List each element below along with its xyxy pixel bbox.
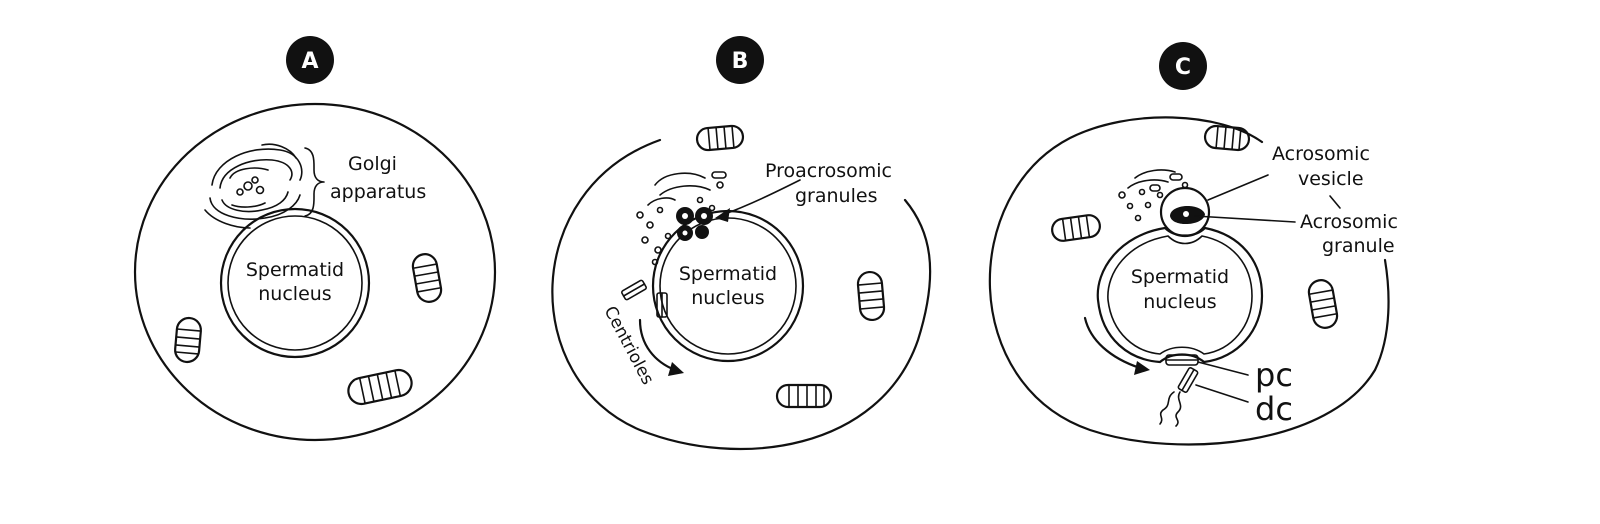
centrioles-label: Centrioles bbox=[600, 303, 658, 388]
vesicle-label-line2: vesicle bbox=[1298, 168, 1364, 190]
granules-label-line1: Proacrosomic bbox=[765, 160, 892, 182]
cell-membrane-b bbox=[551, 138, 932, 451]
spermatid-nucleus-a: Spermatid nucleus bbox=[219, 207, 371, 359]
centriole-movement-arrow-c bbox=[1083, 316, 1150, 375]
panel-a: A Spermatid nucleus Golgi a bbox=[133, 36, 497, 442]
badge-b: B bbox=[716, 36, 764, 84]
cell-membrane-c bbox=[988, 116, 1390, 446]
granules-pointer-arrow bbox=[715, 179, 801, 222]
golgi-fragments-b bbox=[636, 171, 727, 266]
spermatid-nucleus-b: Spermatid nucleus bbox=[651, 209, 805, 363]
centrioles-b bbox=[621, 279, 668, 318]
granule-label-line2: granule bbox=[1322, 235, 1395, 257]
nucleus-label-c-line2: nucleus bbox=[1143, 291, 1216, 313]
badge-c-label: C bbox=[1175, 55, 1191, 80]
mitochondrion-a3 bbox=[347, 368, 413, 406]
dc-leader-line bbox=[1195, 384, 1249, 403]
proximal-centriole bbox=[1165, 354, 1199, 366]
golgi-brace-a bbox=[304, 147, 325, 217]
cell-membrane-a bbox=[133, 102, 497, 442]
nucleus-label-c-line1: Spermatid bbox=[1131, 266, 1229, 288]
vesicle-leader-line bbox=[1207, 174, 1269, 201]
distal-centriole bbox=[1159, 367, 1199, 427]
nucleus-label-a-line2: nucleus bbox=[258, 283, 331, 305]
mitochondrion-c1 bbox=[1203, 124, 1251, 152]
mitochondrion-c3 bbox=[1307, 279, 1339, 329]
pc-label: pc bbox=[1255, 356, 1293, 394]
granule-label-line1: Acrosomic bbox=[1300, 211, 1398, 233]
golgi-label-line1: Golgi bbox=[348, 153, 397, 175]
pc-leader-line bbox=[1197, 361, 1249, 376]
mitochondrion-b3 bbox=[775, 383, 833, 409]
proacrosomic-granules bbox=[676, 207, 713, 241]
panel-b: B Spermatid nucleus bbox=[551, 36, 932, 451]
golgi-fragments-c bbox=[1118, 169, 1189, 222]
centrioles-movement-arrow bbox=[638, 318, 684, 376]
mitochondrion-a2 bbox=[174, 316, 202, 364]
mitochondrion-a1 bbox=[411, 253, 443, 303]
nucleus-label-b-line2: nucleus bbox=[691, 287, 764, 309]
spermatid-nucleus-c: Spermatid nucleus bbox=[1096, 226, 1264, 364]
vesicle-label-tick bbox=[1329, 195, 1341, 209]
golgi-apparatus-a bbox=[204, 143, 303, 229]
badge-a: A bbox=[286, 36, 334, 84]
granules-label-line2: granules bbox=[795, 185, 877, 207]
nucleus-label-a-line1: Spermatid bbox=[246, 259, 344, 281]
granule-leader-line bbox=[1194, 215, 1296, 223]
badge-a-label: A bbox=[301, 49, 318, 74]
mitochondrion-c2 bbox=[1051, 214, 1101, 242]
mitochondrion-b1 bbox=[695, 124, 745, 152]
acrosomic-vesicle bbox=[1159, 186, 1211, 238]
dc-label: dc bbox=[1255, 390, 1293, 428]
mitochondrion-b2 bbox=[856, 270, 886, 322]
badge-b-label: B bbox=[732, 49, 749, 74]
nucleus-label-b-line1: Spermatid bbox=[679, 263, 777, 285]
panel-c: C Spermatid nucleus bbox=[988, 42, 1398, 446]
vesicle-label-line1: Acrosomic bbox=[1272, 143, 1370, 165]
badge-c: C bbox=[1159, 42, 1207, 90]
golgi-label-line2: apparatus bbox=[330, 181, 426, 203]
